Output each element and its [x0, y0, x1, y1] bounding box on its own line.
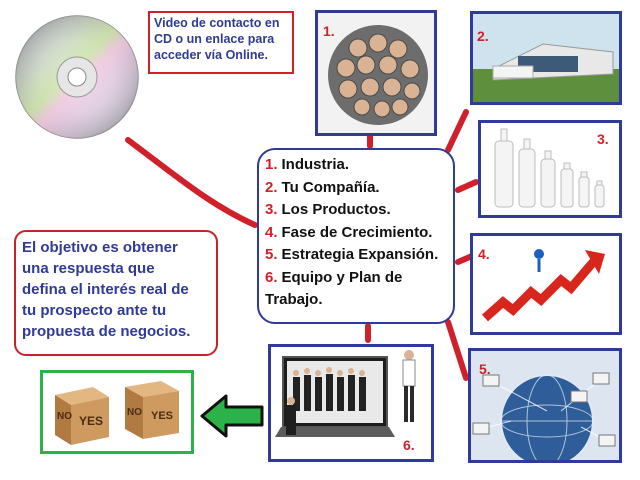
network-globe-icon — [471, 351, 619, 460]
frame-number-label: 2. — [477, 28, 489, 44]
objective-line: una respuesta que — [22, 260, 155, 277]
people-globe-icon — [318, 13, 434, 133]
topic-text: Equipo y Plan de Trabajo. — [265, 268, 403, 309]
dice-face-label: NO — [127, 407, 142, 418]
bottles-icon — [481, 123, 619, 215]
topic-number: 3. — [265, 201, 278, 218]
frame-number-label: 4. — [478, 246, 490, 262]
topic-item: 4.Fase de Crecimiento. — [265, 222, 447, 245]
connector-2 — [445, 109, 469, 153]
frame-expansion-network-globe: 5. — [468, 348, 622, 463]
topic-number: 1. — [265, 156, 278, 173]
frame-company-building: 2. — [470, 11, 622, 105]
objective-line: tu prospecto ante tu — [22, 302, 167, 319]
center-topics-list: 1.Industria. 2.Tu Compañía. 3.Los Produc… — [257, 148, 455, 324]
video-note-line: CD o un enlace para — [154, 32, 275, 46]
frame-number-label: 3. — [597, 131, 609, 147]
frame-industry-people-globe: 1. — [315, 10, 437, 136]
connector-3 — [455, 179, 479, 193]
frame-growth-arrow: 4. — [470, 233, 622, 335]
yes-no-dice-icon: NO YES NO YES — [55, 381, 179, 445]
video-note-line: acceder vía Online. — [154, 48, 268, 62]
topic-item: 6.Equipo y Plan de Trabajo. — [265, 267, 447, 312]
frame-number-label: 6. — [403, 437, 415, 453]
topic-text: Industria. — [281, 156, 350, 173]
topic-number: 4. — [265, 223, 278, 241]
video-contact-note: Video de contacto en CD o un enlace para… — [148, 11, 294, 74]
connector-5 — [445, 319, 469, 381]
frame-number-label: 5. — [479, 361, 491, 377]
green-left-arrow-icon — [200, 394, 264, 438]
frame-products-bottles: 3. — [478, 120, 622, 218]
topic-item: 5.Estrategia Expansión. — [265, 244, 447, 267]
dice-frame: NO YES NO YES — [40, 370, 194, 454]
objective-line: defina el interés real de — [22, 281, 189, 298]
cd-disc-icon — [15, 15, 139, 139]
topic-text: Estrategia Expansión. — [281, 246, 439, 263]
topics-ordered-list: 1.Industria. 2.Tu Compañía. 3.Los Produc… — [265, 154, 447, 312]
topic-item: 1.Industria. — [265, 154, 447, 177]
growth-arrow-icon — [473, 236, 619, 332]
objective-line: El objetivo es obtener — [22, 239, 178, 256]
topic-text: Tu Compañía. — [281, 178, 380, 196]
objective-note: El objetivo es obtener una respuesta que… — [14, 230, 218, 356]
team-laptop-icon — [271, 347, 431, 459]
dice-face-label: NO — [57, 411, 72, 422]
dice-face-label: YES — [79, 414, 103, 428]
building-icon — [473, 14, 619, 102]
frame-team-laptop: 6. — [268, 344, 434, 462]
connector-4 — [455, 253, 475, 265]
topic-number: 2. — [265, 178, 278, 196]
dice-face-label: YES — [151, 410, 173, 422]
frame-number-label: 1. — [323, 23, 335, 39]
topic-item: 3.Los Productos. — [265, 199, 447, 222]
video-note-line: Video de contacto en — [154, 16, 280, 30]
topic-number: 5. — [265, 246, 278, 263]
topic-number: 6. — [265, 268, 278, 286]
objective-line: propuesta de negocios. — [22, 323, 191, 340]
topic-text: Los Productos. — [281, 201, 391, 218]
topic-text: Fase de Crecimiento. — [281, 223, 433, 241]
topic-item: 2.Tu Compañía. — [265, 177, 447, 200]
connector-cd — [125, 137, 258, 228]
